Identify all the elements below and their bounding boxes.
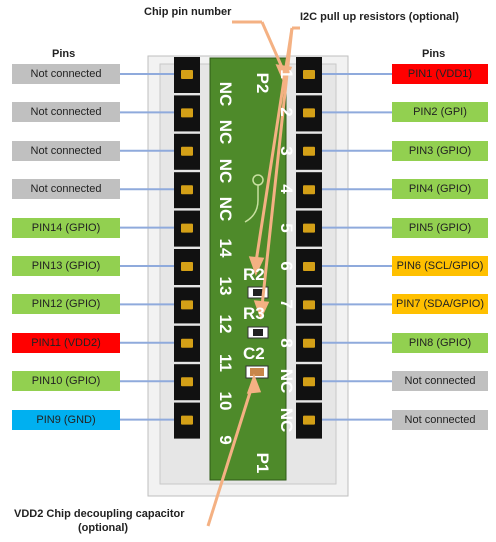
pcb (209, 57, 287, 481)
left-pin-contact (181, 300, 193, 310)
c2-body (250, 368, 264, 376)
silk-left-label: 14 (216, 238, 235, 258)
right-pin-label: PIN7 (SDA/GPIO) (392, 294, 488, 315)
silk-right-label: 1 (277, 69, 296, 79)
right-pin-contact (303, 415, 315, 425)
right-pin-contact (303, 185, 315, 195)
right-pin-contact (303, 300, 315, 310)
left-pin-label: Not connected (12, 140, 120, 161)
left-pin-label: PIN12 (GPIO) (12, 294, 120, 315)
r2-body (253, 289, 263, 296)
left-pin-label: PIN10 (GPIO) (12, 371, 120, 392)
left-pin-label: Not connected (12, 102, 120, 123)
right-pin-label: PIN2 (GPI) (392, 102, 488, 123)
silk-right-label: 6 (277, 261, 296, 271)
silk-left-label: 10 (216, 391, 235, 411)
silk-right-label: 2 (277, 107, 296, 118)
right-pin-label: PIN3 (GPIO) (392, 140, 488, 161)
silk-c2: C2 (243, 344, 265, 363)
arrowhead (253, 300, 270, 320)
right-pin-label: Not connected (392, 371, 488, 392)
left-pin-contact (181, 223, 193, 233)
left-pin-contact (181, 70, 193, 79)
left-pin-contact (181, 377, 193, 387)
silk-r3: R3 (243, 304, 265, 323)
right-pins-header: Pins (422, 48, 446, 60)
annotation-chip-pin-number: Chip pin number (144, 6, 232, 18)
silk-p2: P2 (253, 72, 272, 94)
silk-left-label: 9 (216, 434, 235, 445)
annotation-vdd2-cap-line2: (optional) (78, 522, 129, 534)
silk-r2: R2 (243, 265, 265, 284)
right-pin-contact (303, 338, 315, 348)
left-pin-contact (181, 146, 193, 156)
silk-left-label: NC (216, 81, 235, 107)
silk-p1: P1 (253, 452, 272, 474)
silk-left-label: NC (216, 120, 235, 145)
silk-right-label: NC (277, 368, 296, 394)
left-pin-label: PIN11 (VDD2) (12, 332, 120, 353)
silk-left-label: 13 (216, 276, 235, 296)
right-pin-contact (303, 146, 315, 156)
silk-right-label: 4 (277, 184, 296, 194)
silk-right-label: 8 (277, 338, 296, 348)
right-pin-label: PIN6 (SCL/GPIO) (392, 256, 488, 276)
annotation-i2c-pullup: I2C pull up resistors (optional) (300, 11, 459, 23)
arrowhead (275, 64, 293, 84)
left-pin-contact (181, 338, 193, 348)
trace (244, 185, 259, 223)
left-pin-contact (181, 262, 193, 271)
silk-right-label: NC (277, 407, 296, 432)
silk-right-label: 3 (277, 146, 296, 156)
annotation-vdd2-cap-line1: VDD2 Chip decoupling capacitor (14, 508, 185, 520)
arrowhead (246, 373, 262, 394)
left-pin-label: PIN13 (GPIO) (12, 256, 120, 276)
silk-left-label: 12 (216, 314, 235, 334)
right-pin-label: PIN4 (GPIO) (392, 179, 488, 200)
arrow-c2 (206, 385, 254, 527)
left-pin-contact (181, 185, 193, 195)
right-pin-contact (303, 223, 315, 233)
right-pin-label: Not connected (392, 409, 488, 430)
left-pin-label: PIN14 (GPIO) (12, 217, 120, 238)
left-pins-header: Pins (52, 48, 76, 60)
arrowhead (248, 256, 265, 276)
right-pin-contact (303, 377, 315, 387)
right-pin-label: PIN8 (GPIO) (392, 332, 488, 353)
left-pin-contact (181, 415, 193, 425)
left-pin-contact (181, 108, 193, 118)
right-pin-contact (303, 70, 315, 79)
silk-right-label: 7 (277, 299, 296, 310)
silk-left-label: NC (216, 196, 235, 222)
left-pin-label: PIN9 (GND) (12, 409, 120, 430)
silk-left-label: 11 (216, 353, 235, 372)
r3-body (253, 329, 263, 336)
right-pin-label: PIN1 (VDD1) (392, 64, 488, 84)
silk-left-label: NC (216, 158, 235, 184)
right-pin-label: PIN5 (GPIO) (392, 217, 488, 238)
arrow-chip-pin-diag (260, 21, 286, 73)
left-pin-label: Not connected (12, 64, 120, 84)
right-pin-contact (303, 262, 315, 271)
silk-right-label: 5 (277, 222, 296, 233)
left-pin-label: Not connected (12, 179, 120, 200)
right-pin-contact (303, 108, 315, 118)
